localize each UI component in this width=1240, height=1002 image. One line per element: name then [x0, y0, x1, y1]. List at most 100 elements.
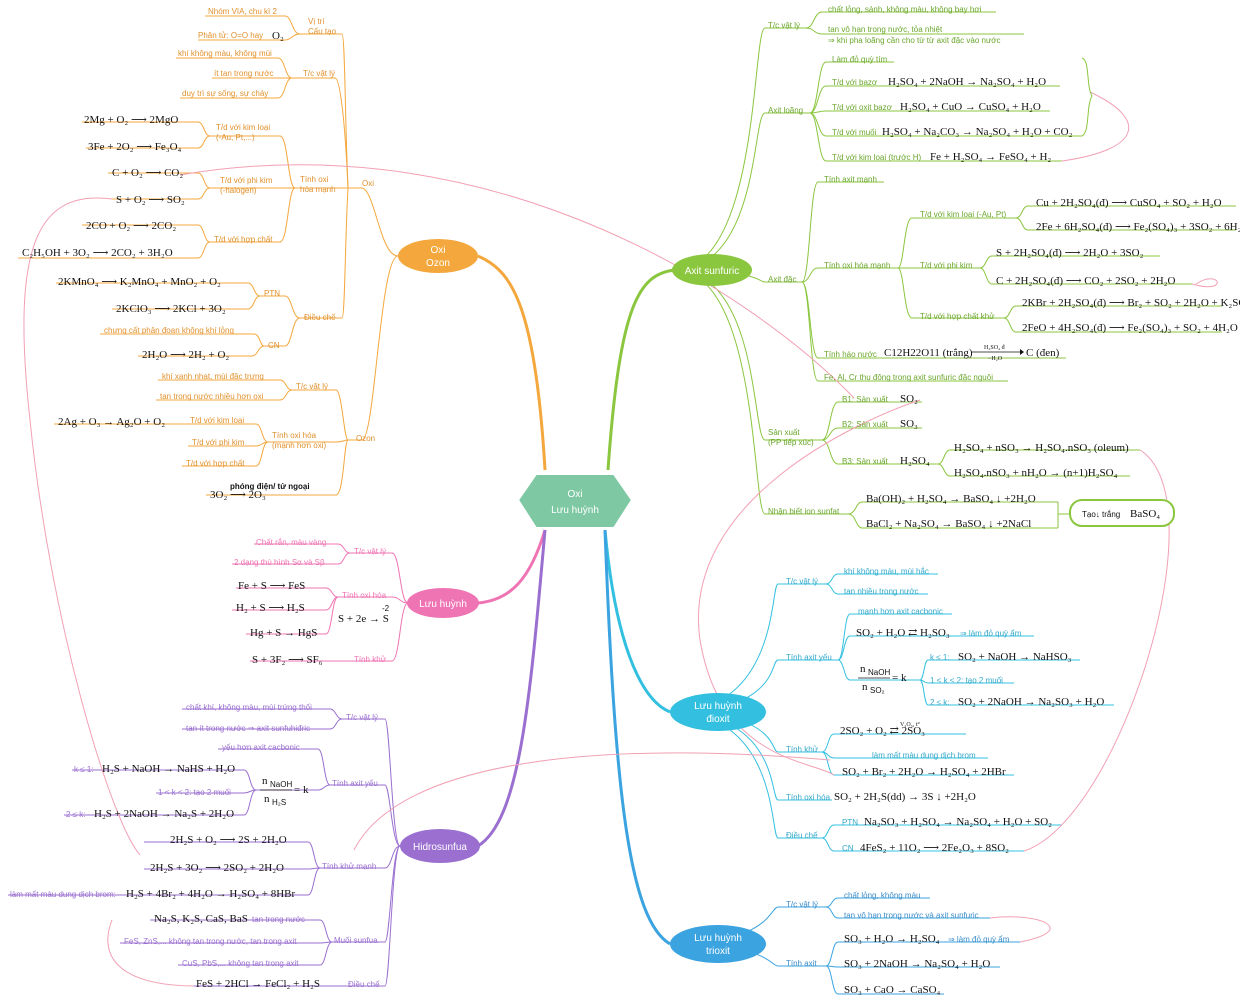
svg-text:CuS, PbS,... không tan trong a: CuS, PbS,... không tan trong axit: [182, 959, 299, 968]
svg-text:2H₂S + 3O₂ ⟶ 2SO₂ + 2H₂O: 2H₂S + 3O₂ ⟶ 2SO₂ + 2H₂O: [150, 862, 284, 874]
svg-text:Tính khử mạnh: Tính khử mạnh: [322, 862, 376, 871]
topic-so2[interactable]: Lưu huỳnh đioxit: [670, 693, 766, 731]
svg-text:C (đen): C (đen): [1026, 347, 1060, 359]
svg-text:hóa mạnh: hóa mạnh: [300, 185, 336, 194]
svg-text:S + 3F₂ ⟶ SF₆: S + 3F₂ ⟶ SF₆: [252, 654, 323, 666]
svg-text:2Fe + 6H₂SO₄(đ) ⟶ Fe₂(SO₄)₃ +: 2Fe + 6H₂SO₄(đ) ⟶ Fe₂(SO₄)₃ + 3SO₂ + 6H₂…: [1036, 221, 1240, 233]
svg-text:PTN: PTN: [842, 818, 858, 827]
sulfuric-labels: T/c vật lý chất lỏng, sánh, không màu, k…: [768, 5, 1240, 530]
svg-text:Tính khử: Tính khử: [786, 745, 819, 754]
svg-text:SO₂: SO₂: [870, 686, 885, 695]
svg-text:2 dạng thù hình Sα và Sβ: 2 dạng thù hình Sα và Sβ: [234, 558, 325, 567]
svg-text:= k: = k: [294, 784, 309, 796]
relation-curves: [23, 91, 1218, 987]
svg-text:Ba(OH)₂ + H₂SO₄ → BaSO₄ ↓ +2H₂: Ba(OH)₂ + H₂SO₄ → BaSO₄ ↓ +2H₂O: [866, 493, 1036, 505]
svg-text:Axit sunfuric: Axit sunfuric: [685, 266, 739, 277]
svg-text:1 < k < 2: tạo 2 muối: 1 < k < 2: tạo 2 muối: [158, 788, 231, 797]
svg-text:NaOH: NaOH: [868, 668, 890, 677]
topic-oxi[interactable]: Oxi Ozon: [398, 239, 478, 273]
center-title-1: Oxi: [568, 489, 583, 500]
svg-text:tan ít trong nước ⇒ axit sunfu: tan ít trong nước ⇒ axit sunfuhiđric: [186, 724, 310, 733]
topic-so3[interactable]: Lưu huỳnh trioxit: [670, 925, 766, 963]
svg-text:Hidrosunfua: Hidrosunfua: [413, 842, 467, 853]
svg-text:(PP tiếp xúc): (PP tiếp xúc): [768, 438, 814, 447]
sulfur-labels: T/c vật lý Chất rắn, màu vàng 2 dạng thù…: [234, 538, 390, 666]
oxi-labels: Oxi Vị trí Cấu tạo Nhóm VIA, chu kì 2 Ph…: [104, 7, 375, 468]
svg-text:FeS, ZnS,... không tan trong n: FeS, ZnS,... không tan trong nước, tan t…: [124, 937, 297, 946]
svg-text:PTN: PTN: [264, 289, 280, 298]
topic-h2s[interactable]: Hidrosunfua: [400, 829, 480, 863]
svg-text:S + 2e → S: S + 2e → S: [338, 613, 389, 625]
svg-text:khí không màu, mùi hắc: khí không màu, mùi hắc: [844, 567, 929, 576]
topic-sulfuric[interactable]: Axit sunfuric: [672, 254, 752, 286]
svg-text:2H₂O ⟶ 2H₂ + O₂: 2H₂O ⟶ 2H₂ + O₂: [142, 349, 229, 361]
svg-text:SO₂ + H₂O ⇄ H₂SO₃: SO₂ + H₂O ⇄ H₂SO₃: [856, 627, 950, 639]
relation-b1-to-so2: [697, 399, 921, 776]
oxi-equations: 2Mg + O₂ ⟶ 2MgO 3Fe + 2O₂ ⟶ Fe₃O₄ C + O₂…: [22, 114, 310, 501]
svg-text:2 ≤ k:: 2 ≤ k:: [930, 698, 950, 707]
svg-text:S + O₂ ⟶ SO₂: S + O₂ ⟶ SO₂: [116, 194, 185, 206]
svg-text:Tính oxi hóa: Tính oxi hóa: [342, 591, 387, 600]
svg-text:T/d với hợp chất: T/d với hợp chất: [214, 235, 273, 244]
svg-text:3O₂ ⟶ 2O₃: 3O₂ ⟶ 2O₃: [210, 489, 266, 501]
svg-text:Axit đặc: Axit đặc: [768, 275, 796, 284]
relation-sulfide-to-dc: [107, 919, 195, 987]
svg-text:duy trì sự sống, sự cháy: duy trì sự sống, sự cháy: [182, 89, 268, 98]
svg-text:H₂SO₄ + Na₂CO₃ → Na₂SO₄ + H₂O: H₂SO₄ + Na₂CO₃ → Na₂SO₄ + H₂O + CO₂: [882, 126, 1073, 138]
svg-text:-2: -2: [382, 604, 390, 613]
svg-text:⇒ làm đỏ quỳ ẩm: ⇒ làm đỏ quỳ ẩm: [960, 629, 1022, 638]
svg-text:Fe + H₂SO₄ → FeSO₄ + H₂: Fe + H₂SO₄ → FeSO₄ + H₂: [930, 151, 1051, 163]
svg-text:SO₃: SO₃: [900, 418, 918, 430]
svg-text:C₂H₅OH + 3O₂ ⟶ 2CO₂ + 3H₂O: C₂H₅OH + 3O₂ ⟶ 2CO₂ + 3H₂O: [22, 247, 173, 259]
svg-text:n: n: [262, 775, 268, 787]
svg-text:T/c vật lý: T/c vật lý: [768, 21, 800, 30]
svg-text:−H₂O: −H₂O: [988, 356, 1003, 362]
svg-text:Hg + S → HgS: Hg + S → HgS: [250, 627, 317, 639]
svg-text:H₂S + 2NaOH → Na₂S + 2H₂O: H₂S + 2NaOH → Na₂S + 2H₂O: [94, 808, 234, 820]
svg-text:2CO + O₂ ⟶ 2CO₂: 2CO + O₂ ⟶ 2CO₂: [86, 220, 176, 232]
svg-text:FeS + 2HCl → FeCl₂ + H₂S: FeS + 2HCl → FeCl₂ + H₂S: [196, 978, 320, 990]
svg-text:Lưu huỳnh: Lưu huỳnh: [694, 701, 742, 712]
svg-text:Muối sunfua: Muối sunfua: [334, 936, 378, 945]
relation-s-o2-to-h2s: [23, 197, 141, 856]
svg-text:Tạo↓ trắng: Tạo↓ trắng: [1082, 510, 1120, 519]
svg-text:khí không màu, không mùi: khí không màu, không mùi: [178, 49, 272, 58]
label-oxi: Oxi: [362, 179, 374, 188]
svg-text:Ozon: Ozon: [426, 258, 450, 269]
svg-text:H₂SO₄ + CuO → CuSO₄ + H₂O: H₂SO₄ + CuO → CuSO₄ + H₂O: [900, 101, 1041, 113]
svg-text:k ≤ 1:: k ≤ 1:: [930, 653, 950, 662]
svg-text:Điều chế: Điều chế: [348, 980, 380, 989]
svg-text:T/d với bazơ: T/d với bazơ: [832, 78, 878, 87]
center-node[interactable]: Oxi Lưu huỳnh: [516, 473, 634, 529]
svg-text:SO₂ + Br₂ + 2H₂O → H₂SO₄ + 2HB: SO₂ + Br₂ + 2H₂O → H₂SO₄ + 2HBr: [842, 766, 1006, 778]
svg-text:T/d với oxit bazơ: T/d với oxit bazơ: [832, 103, 893, 112]
svg-text:H₂SO₄ + 2NaOH → Na₂SO₄ + H₂O: H₂SO₄ + 2NaOH → Na₂SO₄ + H₂O: [888, 76, 1046, 88]
svg-text:T/d với hợp chất khử: T/d với hợp chất khử: [920, 312, 995, 321]
svg-text:2Mg + O₂ ⟶ 2MgO: 2Mg + O₂ ⟶ 2MgO: [84, 114, 178, 126]
so3-labels: T/c vật lý chất lỏng, không màu tan vô h…: [786, 891, 1010, 996]
svg-text:T/d với phi kim: T/d với phi kim: [192, 438, 245, 447]
svg-text:chất lỏng, không màu: chất lỏng, không màu: [844, 891, 921, 900]
branch-so3: [603, 529, 671, 946]
svg-text:T/d với kim loại: T/d với kim loại: [190, 416, 244, 425]
branch-so2: [603, 529, 671, 714]
svg-text:SO₃ + H₂O → H₂SO₄: SO₃ + H₂O → H₂SO₄: [844, 933, 940, 945]
svg-text:chưng cất phân đoạn không khí: chưng cất phân đoạn không khí lỏng: [104, 326, 234, 335]
svg-text:2KClO₃ ⟶ 2KCl + 3O₂: 2KClO₃ ⟶ 2KCl + 3O₂: [116, 303, 226, 315]
svg-text:= k: = k: [892, 672, 907, 684]
topic-sulfur[interactable]: Lưu huỳnh: [407, 588, 479, 618]
svg-text:C12H22O11 (trắng): C12H22O11 (trắng): [884, 347, 973, 359]
svg-text:(-halogen): (-halogen): [220, 186, 257, 195]
svg-text:tan vô hạn trong nước và axit: tan vô hạn trong nước và axit sunfuric: [844, 911, 979, 920]
svg-text:Na₂SO₃ + H₂SO₄ → Na₂SO₄ + H₂O: Na₂SO₃ + H₂SO₄ → Na₂SO₄ + H₂O + SO₂: [864, 816, 1052, 828]
svg-text:3Fe + 2O₂ ⟶ Fe₃O₄: 3Fe + 2O₂ ⟶ Fe₃O₄: [88, 141, 182, 153]
svg-text:Tính axit yếu: Tính axit yếu: [786, 653, 832, 662]
svg-text:tan nhiều trong nước: tan nhiều trong nước: [844, 587, 919, 596]
svg-text:SO₂ + 2H₂S(dd) → 3S ↓ +2H₂O: SO₂ + 2H₂S(dd) → 3S ↓ +2H₂O: [834, 791, 976, 803]
svg-text:Fe, Al, Cr thụ động trong axit: Fe, Al, Cr thụ động trong axit sunfuric …: [824, 373, 993, 382]
svg-text:làm mất màu dung dịch brom:: làm mất màu dung dịch brom:: [10, 890, 116, 899]
relation-fe-to-base: [1061, 91, 1130, 162]
svg-text:C + O₂ ⟶ CO₂: C + O₂ ⟶ CO₂: [112, 167, 183, 179]
svg-text:T/d với kim loại (-Au, Pt): T/d với kim loại (-Au, Pt): [920, 210, 1006, 219]
